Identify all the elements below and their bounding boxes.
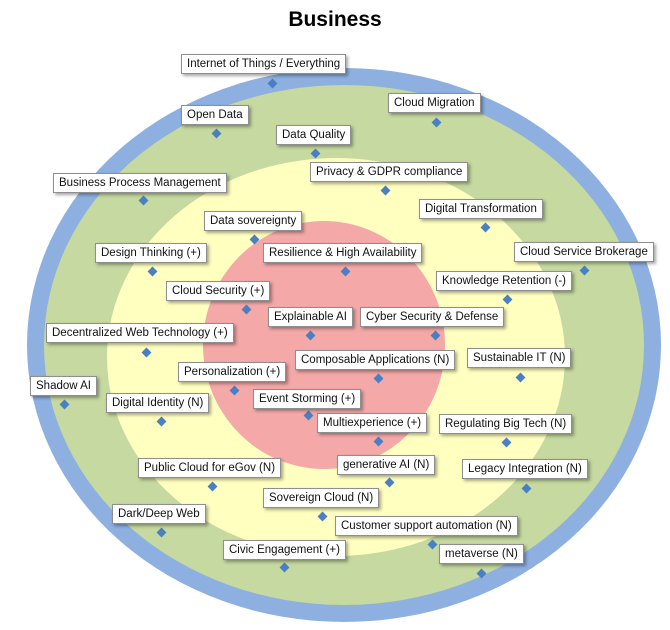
label-design-thinking: Design Thinking (+) [95, 243, 207, 263]
label-shadow-ai: Shadow AI [30, 376, 97, 396]
label-sovereign-cloud: Sovereign Cloud (N) [263, 488, 380, 508]
label-digital-identity: Digital Identity (N) [106, 393, 210, 413]
label-digital-transformation: Digital Transformation [419, 199, 543, 219]
label-resilience: Resilience & High Availability [263, 243, 423, 263]
label-public-cloud-egov: Public Cloud for eGov (N) [138, 458, 282, 478]
label-legacy-integration: Legacy Integration (N) [462, 459, 588, 479]
label-personalization: Personalization (+) [178, 362, 287, 382]
label-cloud-service-brokerage: Cloud Service Brokerage [514, 242, 654, 262]
label-customer-support-automation: Customer support automation (N) [335, 516, 518, 536]
label-data-quality: Data Quality [276, 125, 352, 145]
label-regulating-big-tech: Regulating Big Tech (N) [439, 414, 573, 434]
label-cyber-security: Cyber Security & Defense [360, 307, 505, 327]
label-cloud-migration: Cloud Migration [388, 93, 481, 113]
label-knowledge-retention: Knowledge Retention (-) [436, 271, 573, 291]
label-privacy-gdpr: Privacy & GDPR compliance [310, 162, 469, 182]
label-open-data: Open Data [181, 105, 249, 125]
diagram-title: Business [288, 8, 382, 31]
label-data-sovereignty: Data sovereignty [204, 211, 303, 231]
label-business-process-management: Business Process Management [53, 173, 227, 193]
label-generative-ai: generative AI (N) [337, 455, 436, 475]
label-dark-deep-web: Dark/Deep Web [112, 504, 206, 524]
label-decentralized-web: Decentralized Web Technology (+) [46, 323, 234, 343]
label-metaverse: metaverse (N) [439, 544, 524, 564]
label-cloud-security: Cloud Security (+) [166, 281, 271, 301]
label-explainable-ai: Explainable AI [268, 307, 353, 327]
label-sustainable-it: Sustainable IT (N) [467, 348, 572, 368]
label-internet-of-things: Internet of Things / Everything [181, 54, 347, 74]
label-multiexperience: Multiexperience (+) [317, 413, 428, 433]
label-civic-engagement: Civic Engagement (+) [223, 540, 346, 560]
label-event-storming: Event Storming (+) [253, 389, 362, 409]
label-composable-applications: Composable Applications (N) [295, 350, 456, 370]
